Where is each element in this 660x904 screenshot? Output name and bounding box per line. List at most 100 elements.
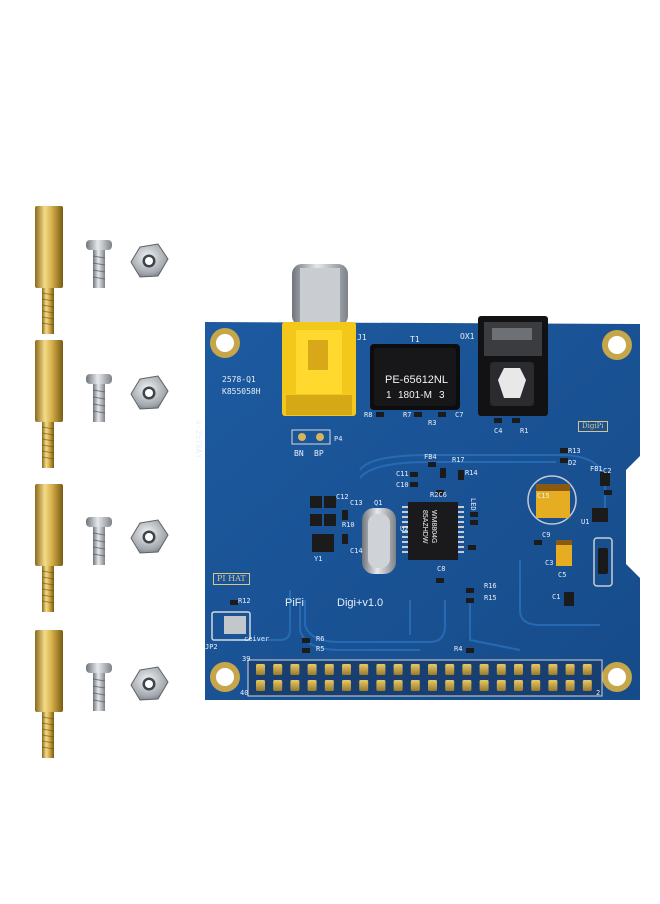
mounting-hole xyxy=(602,330,632,360)
gpio-pin xyxy=(273,680,283,691)
gpio-pin xyxy=(531,680,541,691)
brass-standoff xyxy=(35,206,63,334)
label-r15: R15 xyxy=(484,594,497,602)
transformer xyxy=(370,344,460,410)
label-q1: Q1 xyxy=(374,499,383,507)
hex-nut xyxy=(130,243,169,278)
brass-standoff xyxy=(35,484,63,612)
dac-chip-line2: 85AZHDW xyxy=(421,510,428,544)
screw xyxy=(86,240,112,288)
label-pi-hat: PI HAT xyxy=(213,573,250,585)
label-c9: C9 xyxy=(542,531,551,539)
label-d2: D2 xyxy=(568,459,577,467)
dac-chip xyxy=(402,502,464,560)
gpio-pin xyxy=(376,680,386,691)
label-c1: C1 xyxy=(552,593,561,601)
gpio-pin xyxy=(514,664,523,675)
led xyxy=(593,537,613,587)
screw xyxy=(86,517,112,565)
label-r14: R14 xyxy=(465,469,478,477)
gpio-pin xyxy=(290,664,300,675)
label-pifi: PiFi xyxy=(285,597,304,609)
gpio-pin xyxy=(496,680,506,691)
label-bn: BN xyxy=(294,449,304,458)
label-c8: C8 xyxy=(437,565,446,573)
screw xyxy=(86,374,112,422)
gpio-pin xyxy=(548,680,558,691)
gpio-pin xyxy=(582,680,592,691)
gpio-pin xyxy=(496,664,506,675)
label-r5: R5 xyxy=(316,645,325,653)
label-pin40: 40 xyxy=(240,689,249,697)
label-c5: C5 xyxy=(558,571,567,579)
label-r12: R12 xyxy=(238,597,251,605)
gpio-pin xyxy=(410,664,420,675)
transformer-pin1: 1 xyxy=(386,390,392,401)
pcb-board xyxy=(205,264,640,700)
gpio-pin xyxy=(445,664,455,675)
label-bp: BP xyxy=(314,449,324,458)
label-fb1: FB1 xyxy=(590,465,603,473)
label-side-code: s-2578AY xyxy=(194,420,203,459)
label-y1: Y1 xyxy=(314,555,323,563)
gpio-pin xyxy=(324,680,334,691)
gpio-pin xyxy=(462,680,472,691)
label-k-code: K855058H xyxy=(222,387,261,396)
gpio-pin xyxy=(273,664,283,675)
gpio-pin xyxy=(479,680,489,691)
label-pin2: 2 xyxy=(596,689,601,697)
label-c11: C11 xyxy=(396,470,409,478)
transformer-line2: 1801-M xyxy=(398,390,432,401)
gpio-pin xyxy=(324,664,334,675)
label-c7: C7 xyxy=(455,411,464,419)
label-u1: U1 xyxy=(581,518,590,526)
gpio-pin xyxy=(479,664,489,675)
gpio-pin xyxy=(428,680,437,691)
mounting-hole xyxy=(210,662,240,692)
label-receiver: ceiver xyxy=(244,635,270,643)
screw xyxy=(86,663,112,711)
label-c12: C12 xyxy=(336,493,349,501)
label-jp2: JP2 xyxy=(205,643,218,651)
gpio-pin xyxy=(410,680,420,691)
gpio-pin xyxy=(531,664,541,675)
label-fb4: FB4 xyxy=(424,453,437,461)
hex-nut xyxy=(130,519,169,554)
label-t1: T1 xyxy=(410,335,420,344)
label-pin39: 39 xyxy=(242,655,251,663)
gpio-pin xyxy=(514,680,523,691)
label-r6: R6 xyxy=(316,635,325,643)
tantalum-capacitor xyxy=(527,475,577,525)
label-led: LED xyxy=(469,498,477,511)
hex-nut xyxy=(130,666,169,701)
smd-components xyxy=(230,412,612,653)
gpio-pin xyxy=(307,664,317,675)
mounting-hole xyxy=(602,662,632,692)
label-p4: P4 xyxy=(334,435,343,443)
gpio-pin xyxy=(307,680,317,691)
brass-standoff xyxy=(35,630,63,758)
dac-chip-line1: WM8804G xyxy=(430,510,437,544)
gpio-pin xyxy=(393,664,403,675)
gpio-pin xyxy=(290,680,300,691)
label-r16: R16 xyxy=(484,582,497,590)
tantalum-capacitor xyxy=(556,540,572,566)
label-c10: C10 xyxy=(396,481,409,489)
label-ox1: OX1 xyxy=(460,332,475,341)
gpio-pin xyxy=(256,664,265,675)
gpio-pin xyxy=(565,680,575,691)
gpio-pin xyxy=(582,664,592,675)
label-u2: U2 xyxy=(400,525,409,533)
brass-standoff xyxy=(35,340,63,468)
label-r7: R7 xyxy=(403,411,412,419)
label-version: Digi+v1.0 xyxy=(337,597,384,609)
gpio-pin xyxy=(462,664,472,675)
label-r8: R8 xyxy=(364,411,373,419)
gpio-pin xyxy=(376,664,386,675)
gpio-pin xyxy=(342,680,351,691)
label-c4: C4 xyxy=(494,427,503,435)
gpio-pin xyxy=(342,664,351,675)
crystal-oscillator xyxy=(362,508,396,574)
label-r2c6: R2C6 xyxy=(430,491,447,499)
rca-jack xyxy=(282,264,356,416)
